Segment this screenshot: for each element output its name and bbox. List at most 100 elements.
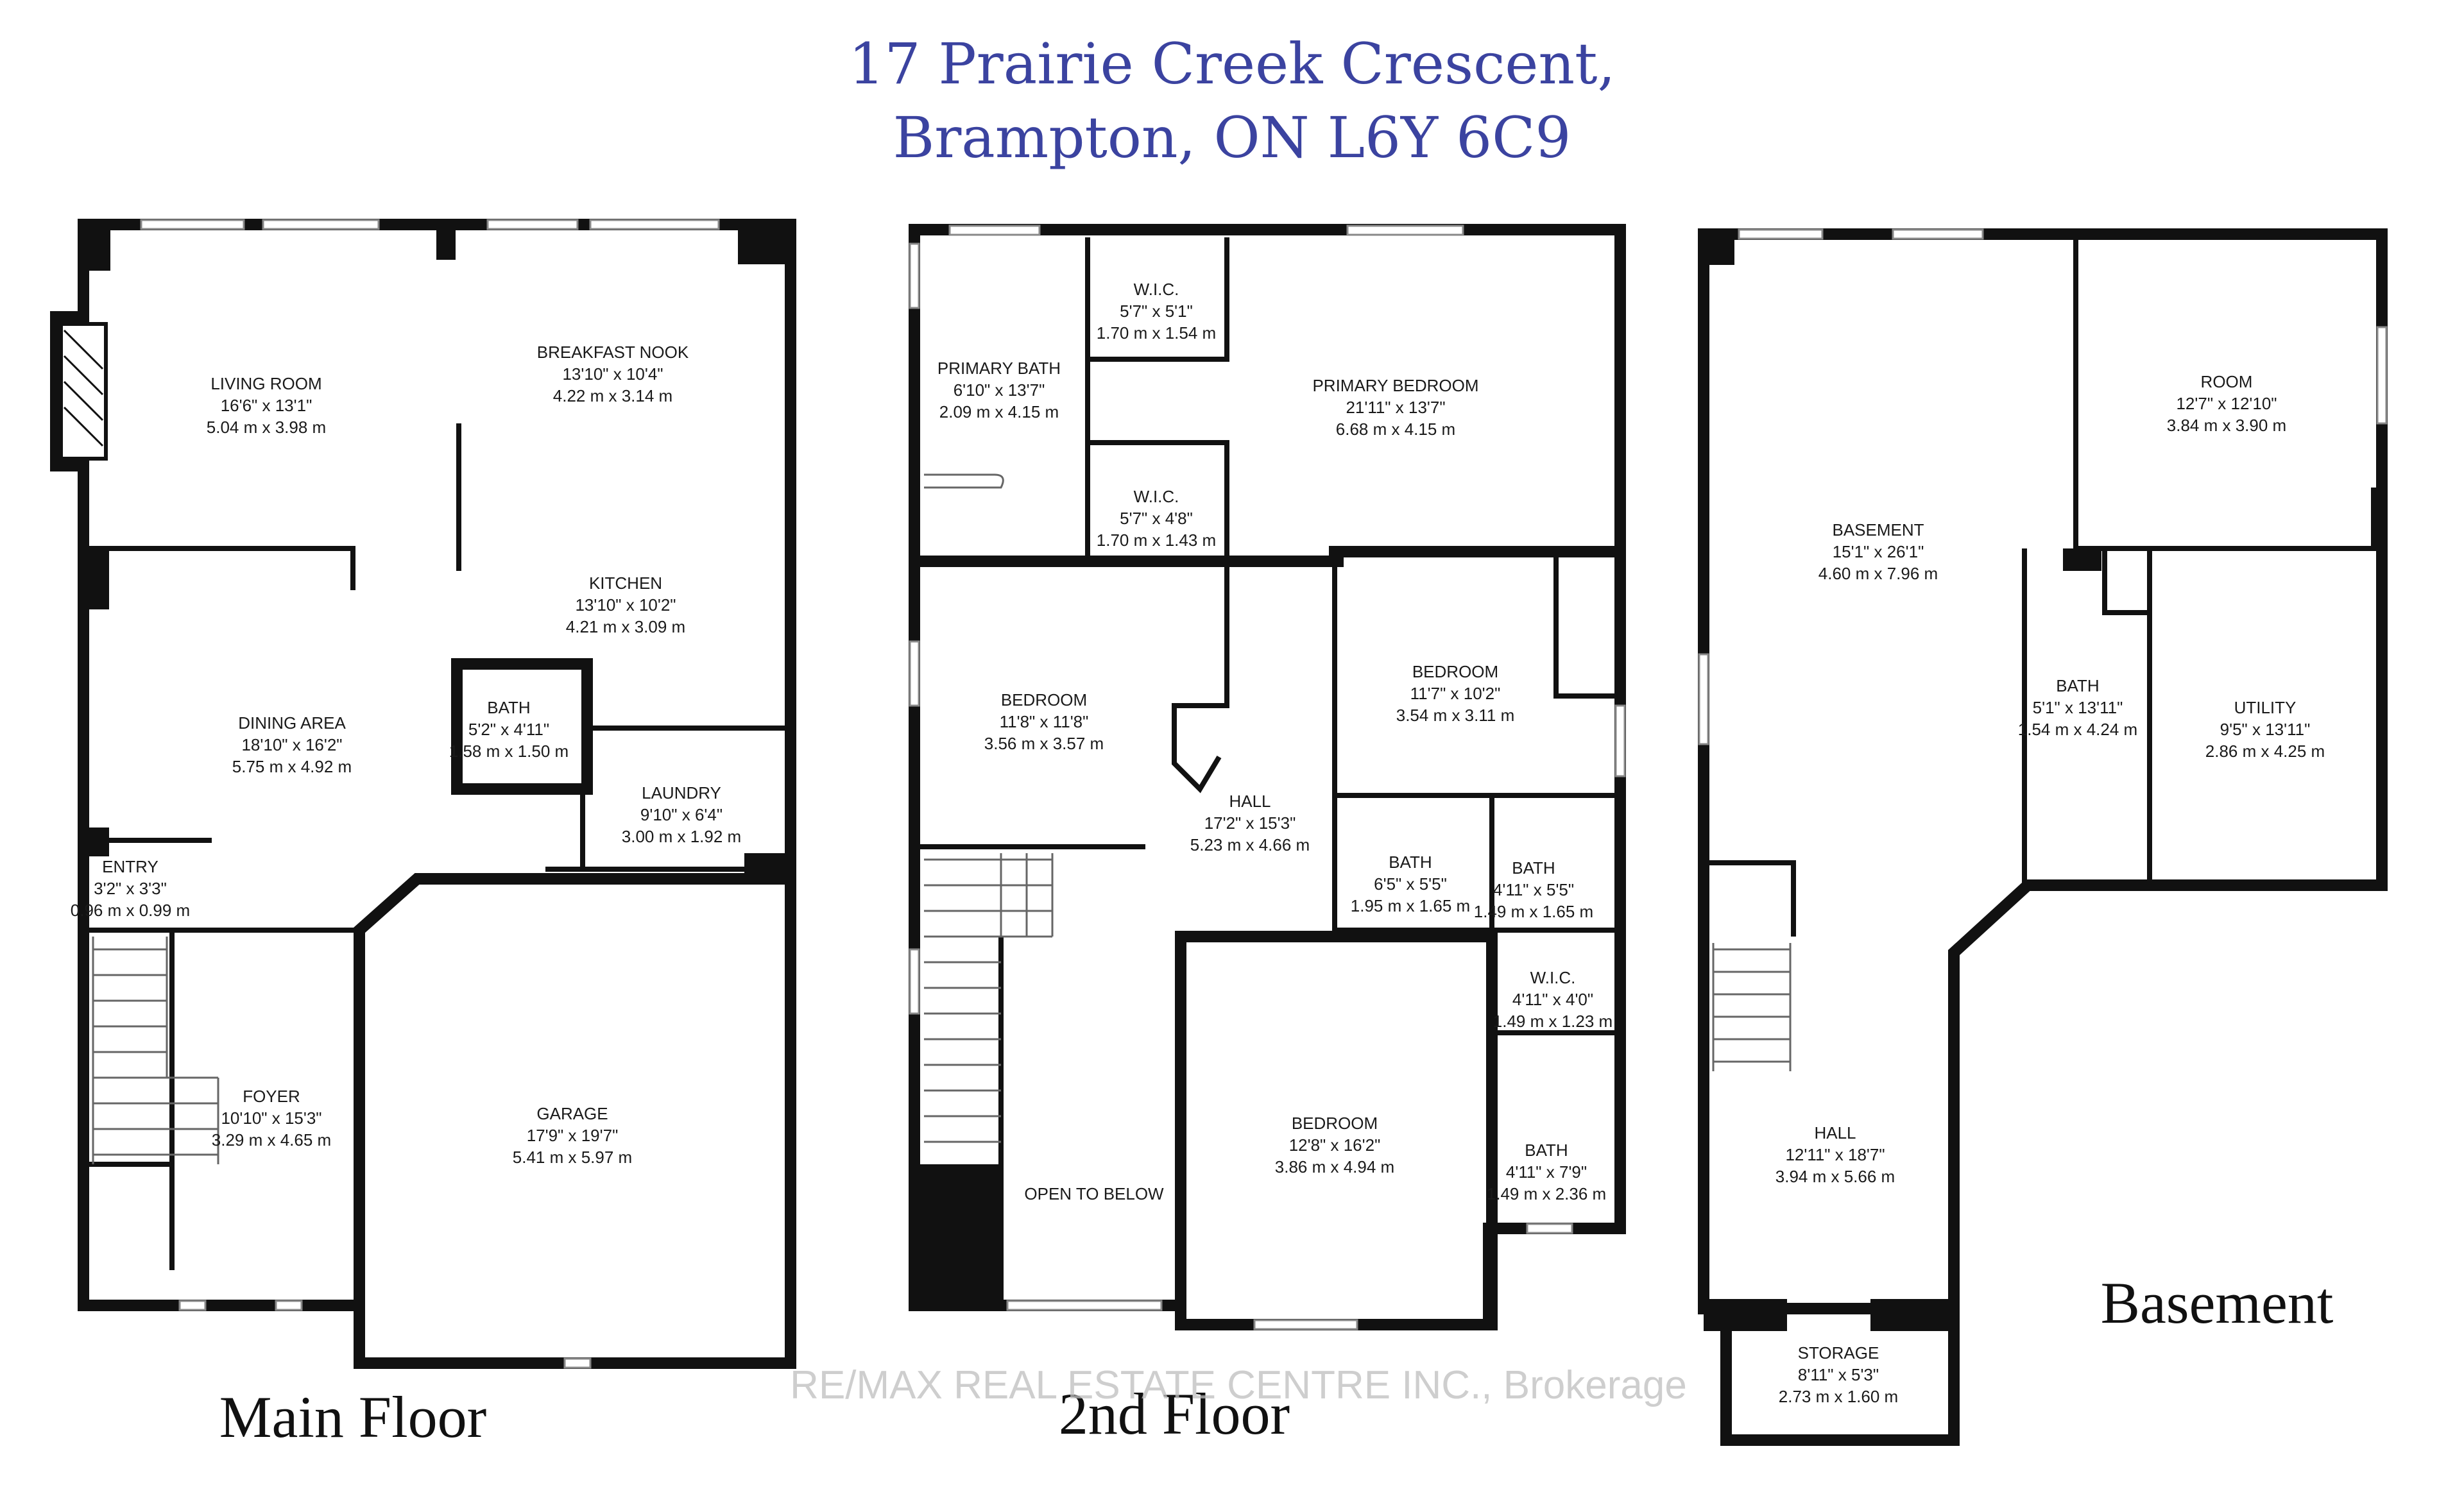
svg-text:12'8" x 16'2": 12'8" x 16'2" xyxy=(1289,1135,1381,1155)
svg-text:4.60 m x 7.96 m: 4.60 m x 7.96 m xyxy=(1818,564,1938,583)
svg-text:5'7" x 4'8": 5'7" x 4'8" xyxy=(1120,509,1193,528)
svg-text:1.49 m x 1.23 m: 1.49 m x 1.23 m xyxy=(1493,1012,1613,1031)
room-primary-bedroom: PRIMARY BEDROOM 21'11" x 13'7" 6.68 m x … xyxy=(1312,376,1478,439)
svg-text:BASEMENT: BASEMENT xyxy=(1832,520,1924,539)
svg-text:10'10" x 15'3": 10'10" x 15'3" xyxy=(221,1108,321,1128)
room-bath-2a: BATH 6'5" x 5'5" 1.95 m x 1.65 m xyxy=(1351,853,1470,915)
room-bath-2c: BATH 4'11" x 7'9" 1.49 m x 2.36 m xyxy=(1487,1141,1606,1203)
svg-text:3.84 m x 3.90 m: 3.84 m x 3.90 m xyxy=(2167,416,2286,435)
svg-text:1.70 m x 1.43 m: 1.70 m x 1.43 m xyxy=(1097,531,1216,550)
room-bedroom-2: BEDROOM 11'8" x 11'8" 3.56 m x 3.57 m xyxy=(984,690,1104,753)
room-open-to-below: OPEN TO BELOW xyxy=(1024,1184,1164,1203)
svg-text:1.54 m x 4.24 m: 1.54 m x 4.24 m xyxy=(2018,720,2137,739)
svg-text:ENTRY: ENTRY xyxy=(102,857,158,876)
room-utility: UTILITY 9'5" x 13'11" 2.86 m x 4.25 m xyxy=(2205,698,2325,761)
svg-text:1.95 m x 1.65 m: 1.95 m x 1.65 m xyxy=(1351,896,1470,915)
svg-text:9'10" x 6'4": 9'10" x 6'4" xyxy=(640,805,723,824)
svg-text:17'2" x 15'3": 17'2" x 15'3" xyxy=(1204,813,1296,833)
room-bedroom-3: BEDROOM 11'7" x 10'2" 3.54 m x 3.11 m xyxy=(1396,662,1515,725)
svg-text:5'1" x 13'11": 5'1" x 13'11" xyxy=(2033,698,2123,717)
room-basement-bath: BATH 5'1" x 13'11" 1.54 m x 4.24 m xyxy=(2018,676,2137,739)
svg-text:3'2" x 3'3": 3'2" x 3'3" xyxy=(94,879,167,898)
svg-text:5'2" x 4'11": 5'2" x 4'11" xyxy=(468,720,549,739)
room-hall-2: HALL 17'2" x 15'3" 5.23 m x 4.66 m xyxy=(1190,792,1310,854)
svg-text:LAUNDRY: LAUNDRY xyxy=(642,783,721,802)
floor-label-basement: Basement xyxy=(2101,1270,2334,1336)
svg-text:1.49 m x 1.65 m: 1.49 m x 1.65 m xyxy=(1474,902,1593,921)
svg-text:DINING AREA: DINING AREA xyxy=(238,713,346,733)
svg-text:BATH: BATH xyxy=(1389,853,1432,872)
svg-text:STORAGE: STORAGE xyxy=(1798,1343,1879,1362)
svg-text:3.54 m x 3.11 m: 3.54 m x 3.11 m xyxy=(1396,706,1515,725)
room-living-room: LIVING ROOM 16'6" x 13'1" 5.04 m x 3.98 … xyxy=(207,374,326,437)
svg-text:18'10" x 16'2": 18'10" x 16'2" xyxy=(241,735,342,754)
svg-text:ROOM: ROOM xyxy=(2201,372,2253,391)
room-kitchen: KITCHEN 13'10" x 10'2" 4.21 m x 3.09 m xyxy=(566,573,685,636)
svg-text:11'7" x 10'2": 11'7" x 10'2" xyxy=(1410,684,1501,703)
svg-text:12'7" x 12'10": 12'7" x 12'10" xyxy=(2176,394,2277,413)
svg-text:2.86 m x 4.25 m: 2.86 m x 4.25 m xyxy=(2205,742,2325,761)
svg-text:4'11" x 4'0": 4'11" x 4'0" xyxy=(1512,990,1593,1009)
room-breakfast-nook: BREAKFAST NOOK 13'10" x 10'4" 4.22 m x 3… xyxy=(537,343,689,405)
room-garage: GARAGE 17'9" x 19'7" 5.41 m x 5.97 m xyxy=(513,1104,632,1167)
svg-text:2.73 m x 1.60 m: 2.73 m x 1.60 m xyxy=(1779,1387,1898,1406)
room-room: ROOM 12'7" x 12'10" 3.84 m x 3.90 m xyxy=(2167,372,2286,435)
svg-text:3.29 m x 4.65 m: 3.29 m x 4.65 m xyxy=(212,1130,331,1150)
svg-text:BATH: BATH xyxy=(1512,858,1555,878)
svg-text:6.68 m x 4.15 m: 6.68 m x 4.15 m xyxy=(1336,420,1455,439)
svg-text:11'8" x 11'8": 11'8" x 11'8" xyxy=(1000,712,1089,731)
svg-text:4.21 m x 3.09 m: 4.21 m x 3.09 m xyxy=(566,617,685,636)
svg-text:BEDROOM: BEDROOM xyxy=(1001,690,1087,709)
svg-text:17'9" x 19'7": 17'9" x 19'7" xyxy=(527,1126,619,1145)
svg-text:FOYER: FOYER xyxy=(243,1087,300,1106)
main-floor-plan: LIVING ROOM 16'6" x 13'1" 5.04 m x 3.98 … xyxy=(50,219,796,1450)
svg-text:HALL: HALL xyxy=(1814,1123,1856,1142)
svg-text:13'10" x 10'4": 13'10" x 10'4" xyxy=(562,364,663,384)
svg-text:5.75 m x 4.92 m: 5.75 m x 4.92 m xyxy=(232,757,352,776)
svg-text:LIVING ROOM: LIVING ROOM xyxy=(210,374,321,393)
svg-text:1.70 m x 1.54 m: 1.70 m x 1.54 m xyxy=(1097,323,1216,343)
room-basement-hall: HALL 12'11" x 18'7" 3.94 m x 5.66 m xyxy=(1775,1123,1895,1186)
svg-text:5.23 m x 4.66 m: 5.23 m x 4.66 m xyxy=(1190,835,1310,854)
svg-text:PRIMARY BEDROOM: PRIMARY BEDROOM xyxy=(1312,376,1478,395)
room-foyer: FOYER 10'10" x 15'3" 3.29 m x 4.65 m xyxy=(212,1087,331,1150)
svg-text:HALL: HALL xyxy=(1229,792,1270,811)
svg-text:KITCHEN: KITCHEN xyxy=(589,573,662,593)
svg-text:15'1" x 26'1": 15'1" x 26'1" xyxy=(1833,542,1924,561)
svg-text:BATH: BATH xyxy=(2056,676,2099,695)
svg-text:12'11" x 18'7": 12'11" x 18'7" xyxy=(1785,1145,1885,1164)
svg-text:21'11" x 13'7": 21'11" x 13'7" xyxy=(1346,398,1445,417)
room-primary-bath: PRIMARY BATH 6'10" x 13'7" 2.09 m x 4.15… xyxy=(937,359,1061,421)
svg-text:5'7" x 5'1": 5'7" x 5'1" xyxy=(1120,301,1193,321)
svg-text:BREAKFAST NOOK: BREAKFAST NOOK xyxy=(537,343,689,362)
svg-text:OPEN TO BELOW: OPEN TO BELOW xyxy=(1024,1184,1164,1203)
svg-text:5.41 m x 5.97 m: 5.41 m x 5.97 m xyxy=(513,1148,632,1167)
svg-text:8'11" x 5'3": 8'11" x 5'3" xyxy=(1798,1365,1879,1384)
brokerage-watermark: RE/MAX REAL ESTATE CENTRE INC., Brokerag… xyxy=(790,1363,1687,1407)
svg-text:W.I.C.: W.I.C. xyxy=(1134,280,1179,299)
svg-text:6'10" x 13'7": 6'10" x 13'7" xyxy=(954,380,1045,400)
svg-text:BATH: BATH xyxy=(487,698,530,717)
room-entry: ENTRY 3'2" x 3'3" 0.96 m x 0.99 m xyxy=(71,857,190,920)
svg-text:1.58 m x 1.50 m: 1.58 m x 1.50 m xyxy=(449,742,569,761)
svg-text:3.94 m x 5.66 m: 3.94 m x 5.66 m xyxy=(1775,1167,1895,1186)
room-wic-3: W.I.C. 4'11" x 4'0" 1.49 m x 1.23 m xyxy=(1493,968,1613,1031)
svg-text:0.96 m x 0.99 m: 0.96 m x 0.99 m xyxy=(71,901,190,920)
svg-text:W.I.C.: W.I.C. xyxy=(1134,487,1179,506)
svg-text:PRIMARY BATH: PRIMARY BATH xyxy=(937,359,1061,378)
svg-text:BATH: BATH xyxy=(1525,1141,1568,1160)
room-laundry: LAUNDRY 9'10" x 6'4" 3.00 m x 1.92 m xyxy=(622,783,741,846)
svg-text:1.49 m x 2.36 m: 1.49 m x 2.36 m xyxy=(1487,1184,1606,1203)
svg-text:GARAGE: GARAGE xyxy=(536,1104,608,1123)
svg-text:UTILITY: UTILITY xyxy=(2234,698,2297,717)
room-bath-2b: BATH 4'11" x 5'5" 1.49 m x 1.65 m xyxy=(1474,858,1593,921)
room-wic-1: W.I.C. 5'7" x 5'1" 1.70 m x 1.54 m xyxy=(1097,280,1216,343)
svg-text:9'5" x 13'11": 9'5" x 13'11" xyxy=(2220,720,2311,739)
svg-text:3.86 m x 4.94 m: 3.86 m x 4.94 m xyxy=(1275,1157,1394,1176)
basement-plan: BASEMENT 15'1" x 26'1" 4.60 m x 7.96 m R… xyxy=(1698,228,2388,1446)
floor-label-main: Main Floor xyxy=(219,1384,487,1450)
title-line-2: Brampton, ON L6Y 6C9 xyxy=(893,105,1571,171)
second-floor-plan: W.I.C. 5'7" x 5'1" 1.70 m x 1.54 m PRIMA… xyxy=(909,224,1626,1447)
room-bedroom-4: BEDROOM 12'8" x 16'2" 3.86 m x 4.94 m xyxy=(1275,1114,1394,1176)
floor-label-second: 2nd Floor xyxy=(1059,1381,1290,1447)
